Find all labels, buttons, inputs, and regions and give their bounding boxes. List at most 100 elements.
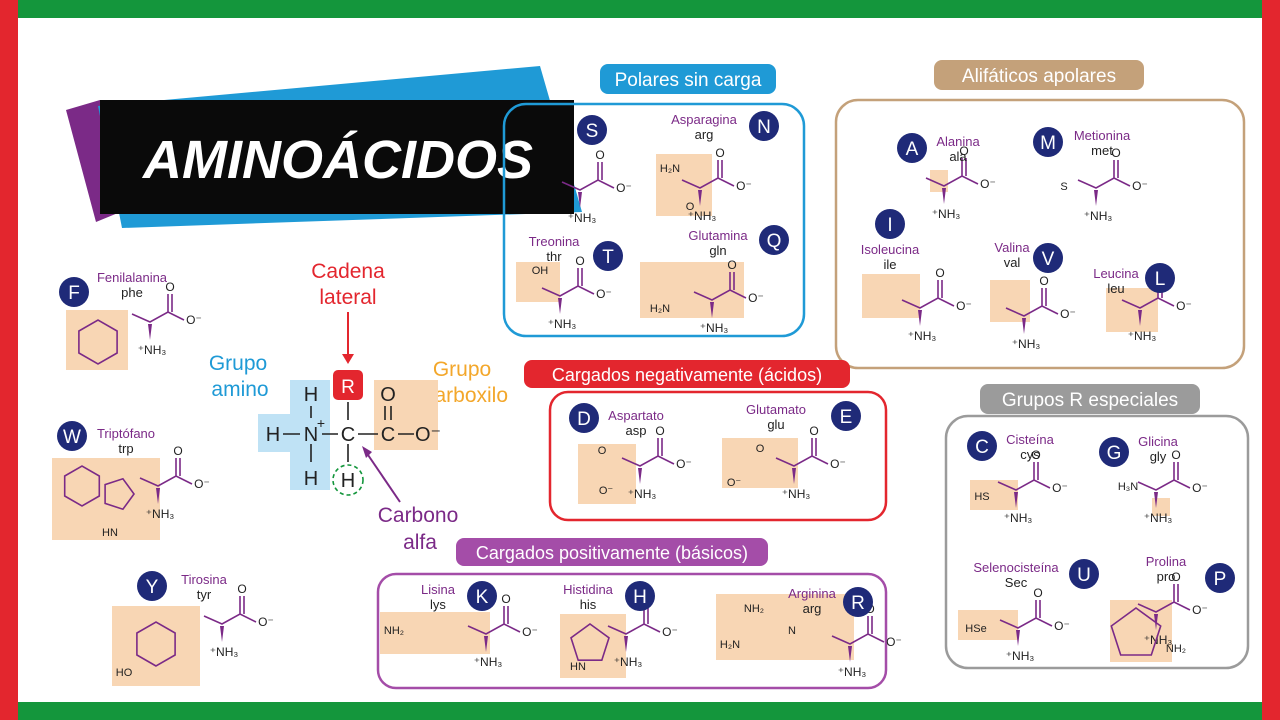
atom-o-minus: O⁻ — [1052, 481, 1068, 495]
abbr-label: cys — [1020, 447, 1040, 462]
positive-group-title: Cargados positivamente (básicos) — [476, 543, 748, 563]
atom-c-alpha: C — [341, 424, 355, 446]
wedge-bond — [848, 646, 852, 662]
backbone-bonds — [1137, 584, 1191, 613]
side-chain-highlight — [1106, 288, 1158, 332]
backbone-bonds — [1137, 462, 1191, 491]
side-chain-highlight — [578, 444, 636, 504]
abbr-label: phe — [121, 285, 143, 300]
abbr-label: trp — [118, 441, 133, 456]
backbone-bonds — [203, 596, 257, 625]
alpha-label-1: Carbono — [378, 504, 459, 527]
aliphatic-group-title: Alifáticos apolares — [962, 66, 1116, 87]
letter-badge-g — [1099, 437, 1129, 467]
atom-o: O — [1031, 448, 1040, 462]
side-chain-highlight — [958, 610, 1018, 640]
abbr-label: met — [1091, 143, 1113, 158]
wedge-bond — [1014, 492, 1018, 508]
atom-o-minus: O⁻ — [1132, 179, 1148, 193]
side-chain-atom: O — [598, 445, 607, 457]
side-chain-highlight — [716, 594, 854, 660]
wedge-bond — [624, 636, 628, 652]
atom-o-minus: O⁻ — [1192, 481, 1208, 495]
atom-nh3: ⁺NH₃ — [146, 507, 175, 521]
special-group-title: Grupos R especiales — [1002, 390, 1178, 411]
wedge-bond — [1138, 310, 1142, 326]
letter-h: H — [633, 587, 647, 608]
atom-o: O — [237, 582, 246, 596]
atom-c-carboxyl: C — [381, 424, 395, 446]
atom-o-double: O — [380, 384, 396, 406]
atom-nh3: ⁺NH₃ — [1128, 329, 1157, 343]
abbr-label: arg — [803, 601, 822, 616]
name-label: Fenilalanina — [97, 270, 168, 285]
ring-structure — [104, 477, 135, 511]
backbone-bonds — [139, 458, 193, 487]
letter-t: T — [602, 247, 614, 268]
atom-o-minus: O⁻ — [980, 177, 996, 191]
atom-o: O — [1171, 448, 1180, 462]
atom-o-minus: O⁻ — [886, 635, 902, 649]
atom-o: O — [575, 254, 584, 268]
letter-badge-q — [759, 225, 789, 255]
name-label: Leucina — [1093, 266, 1139, 281]
abbr-label: gln — [709, 243, 726, 258]
backbone-bonds — [467, 606, 521, 635]
atom-o-minus: O⁻ — [830, 457, 846, 471]
letter-v: V — [1042, 249, 1055, 270]
wedge-bond — [792, 468, 796, 484]
name-label: Valina — [994, 240, 1030, 255]
amino-acid-layer: OO⁻⁺NH₃SOO⁻⁺NH₃NAsparaginaargOO⁻⁺NH₃TTre… — [52, 111, 1235, 686]
wedge-bond — [1022, 318, 1026, 334]
atom-nh3: ⁺NH₃ — [210, 645, 239, 659]
negative-group-header — [524, 360, 850, 388]
atom-o: O — [595, 148, 604, 162]
side-chain-atom: NH₂ — [384, 625, 404, 637]
wedge-bond — [638, 468, 642, 484]
letter-f: F — [68, 283, 80, 304]
letter-badge-f — [59, 277, 89, 307]
name-label: Glicina — [1138, 434, 1179, 449]
ring-structure — [570, 623, 610, 661]
abbr-label: pro — [1157, 569, 1176, 584]
letter-m: M — [1040, 133, 1056, 154]
side-chain-highlight — [516, 262, 560, 302]
atom-plus: + — [317, 415, 325, 431]
wedge-bond — [942, 188, 946, 204]
ring-structure — [63, 465, 101, 507]
atom-o-minus: O⁻ — [194, 477, 210, 491]
left-border — [0, 0, 18, 720]
atom-o: O — [809, 424, 818, 438]
side-chain-atom: O — [756, 443, 765, 455]
side-chain-atom: N — [788, 625, 796, 637]
alpha-label-2: alfa — [403, 531, 437, 554]
letter-badge-p — [1205, 563, 1235, 593]
atom-o: O — [1111, 146, 1120, 160]
backbone-bonds — [621, 438, 675, 467]
letter-y: Y — [146, 577, 159, 598]
arrow-down-icon — [342, 354, 354, 364]
wedge-bond — [918, 310, 922, 326]
name-label: Glutamato — [746, 402, 806, 417]
atom-o-minus: O⁻ — [662, 625, 678, 639]
atom-o-minus: O⁻ — [522, 625, 538, 639]
side-chain-atom: OH — [532, 265, 549, 277]
side-chain-atom: H₃N — [1118, 481, 1138, 493]
letter-i: I — [887, 215, 892, 236]
wedge-bond — [1154, 492, 1158, 508]
wedge-bond — [710, 302, 714, 318]
positive-group-header — [456, 538, 768, 566]
name-label: Histidina — [563, 582, 614, 597]
special-group-header — [980, 384, 1200, 414]
letter-w: W — [63, 427, 81, 448]
abbr-label: tyr — [197, 587, 212, 602]
atom-nh3: ⁺NH₃ — [838, 665, 867, 679]
